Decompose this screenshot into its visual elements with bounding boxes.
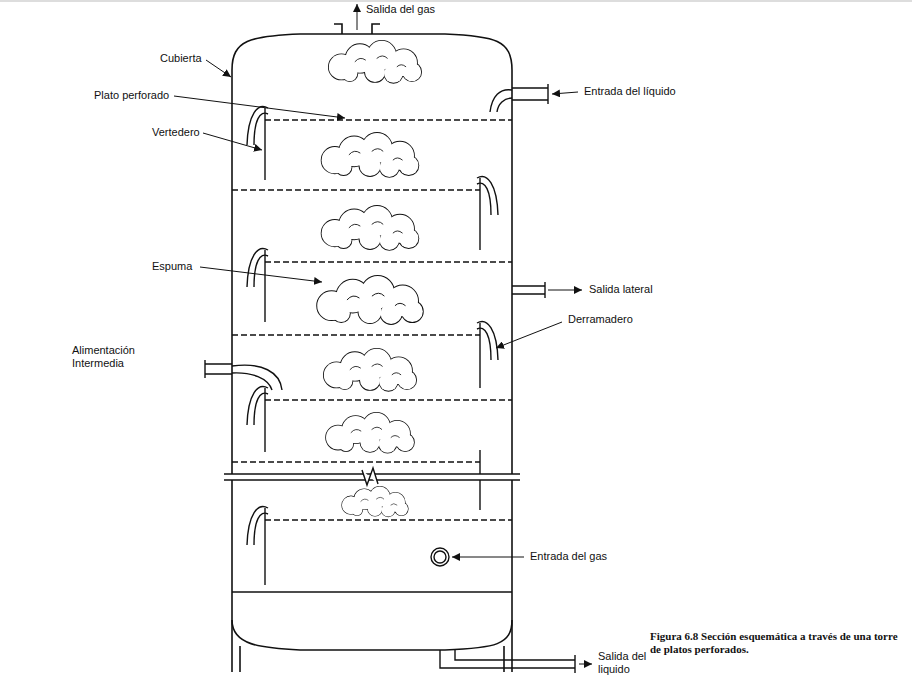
liquid-pour: [490, 90, 512, 112]
perforated-plate: [265, 519, 512, 520]
leader-line: [496, 322, 562, 348]
weir-overflow: [247, 507, 268, 545]
foam-cloud: [317, 276, 423, 324]
part-label: Entrada del líquido: [582, 85, 678, 98]
flow-arrow: [548, 290, 582, 291]
skirt-leg: [239, 646, 241, 672]
downcomer-wall: [479, 323, 480, 388]
liquid-outlet-pipe: [440, 650, 575, 673]
gas-inlet-nozzle: [431, 548, 449, 566]
downcomer-wall: [264, 388, 265, 452]
shell-wall: [231, 70, 233, 474]
perforated-plate: [232, 461, 480, 462]
downcomer-wall: [479, 178, 480, 250]
weir-overflow: [247, 387, 268, 425]
break-line: [224, 479, 520, 480]
flow-arrow: [579, 664, 592, 665]
downcomer-wall: [264, 250, 265, 322]
leader-line: [206, 60, 231, 77]
gas-inlet-nozzle: [434, 551, 446, 563]
part-label: Espuma: [150, 260, 194, 273]
perforated-plate: [232, 189, 480, 190]
flow-arrow: [357, 4, 358, 30]
foam-cloud: [342, 487, 408, 517]
shell-wall: [231, 480, 233, 672]
downcomer-wall: [479, 480, 480, 510]
foam-cloud: [324, 349, 416, 391]
trays: [232, 107, 512, 592]
leader-line: [203, 133, 262, 150]
perforated-plate: [265, 399, 512, 400]
foam-cloud: [322, 206, 419, 250]
break-lines: [224, 468, 520, 485]
part-label: Entrada del gas: [528, 550, 609, 563]
perforated-plate: [265, 261, 512, 262]
part-label: Derramadero: [566, 313, 635, 326]
part-label: Salida del gas: [364, 3, 437, 16]
foam-clouds: [317, 41, 423, 517]
weir-overflow: [247, 107, 268, 145]
weir-overflow: [477, 322, 498, 360]
liquid-level: [232, 591, 512, 592]
foam-cloud: [329, 41, 421, 83]
part-label: Vertedero: [150, 126, 202, 139]
figure-caption: Figura 6.8 Sección esquemática a través …: [648, 630, 908, 656]
feed-pipe: [205, 360, 232, 378]
shell-wall: [511, 70, 513, 474]
part-label: Salida lateral: [587, 283, 655, 296]
liquid-inlet-pipe: [512, 84, 548, 104]
downcomer-wall: [479, 450, 480, 474]
foam-cloud: [326, 413, 414, 453]
downcomer-wall: [264, 108, 265, 180]
tower-shell: [232, 24, 512, 672]
top-rule: [0, 0, 912, 2]
leader-line: [174, 96, 345, 118]
weir-overflow: [477, 177, 498, 215]
weir-overflow: [247, 249, 268, 287]
part-label: Alimentación Intermedia: [70, 344, 154, 370]
pipes: [205, 84, 575, 673]
leader-line: [200, 267, 322, 282]
part-label: Plato perforado: [92, 89, 171, 102]
part-label: Cubierta: [158, 52, 204, 65]
perforated-plate: [265, 119, 512, 120]
break-zigzag: [362, 468, 378, 485]
flow-arrow: [552, 92, 578, 94]
feed-pour: [232, 365, 282, 390]
bottom-head: [232, 620, 512, 650]
perforated-plate: [232, 334, 480, 335]
leader-line: [452, 557, 524, 558]
foam-cloud: [322, 133, 419, 177]
downcomer-wall: [264, 508, 265, 585]
side-draw-pipe: [512, 282, 545, 298]
leader-lines: [174, 4, 592, 664]
shell-wall: [511, 480, 513, 672]
